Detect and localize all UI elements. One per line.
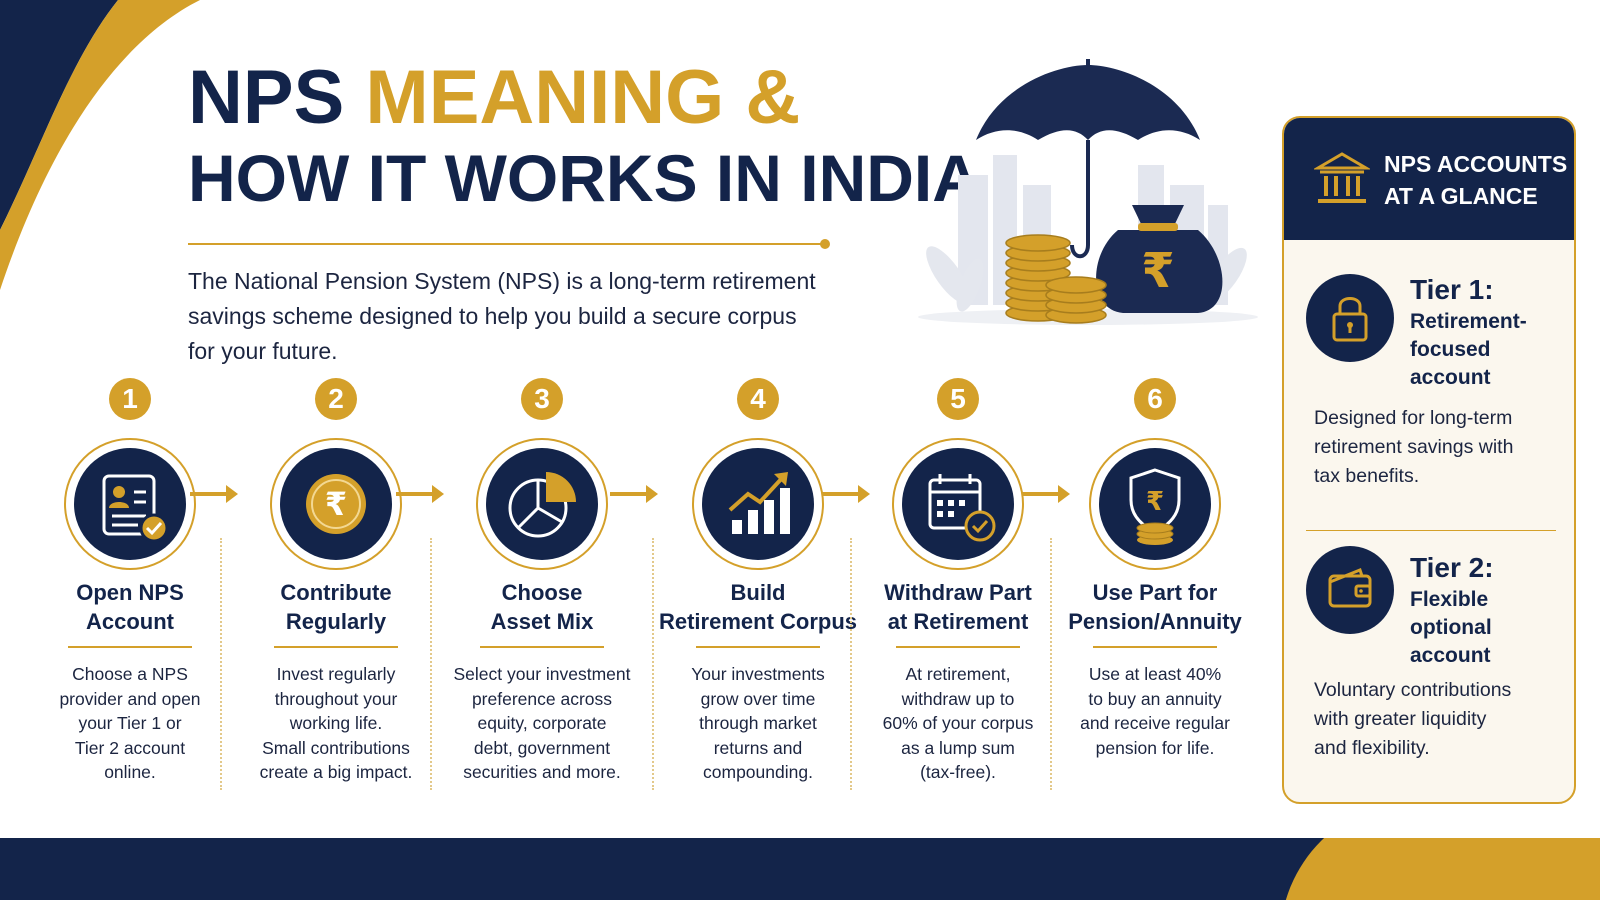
title-divider-dot: [820, 239, 830, 249]
step-icon-ring: ₹: [1089, 438, 1221, 570]
step-separator: [220, 538, 222, 790]
page-title: NPS MEANING & HOW IT WORKS IN INDIA: [188, 58, 980, 218]
panel-divider: [1306, 530, 1556, 531]
tier-1-name: Tier 1:: [1410, 274, 1494, 305]
step-number: 6: [1134, 378, 1176, 420]
bank-building-icon: [1314, 152, 1370, 203]
step-icon-ring: [692, 438, 824, 570]
step-number: 1: [109, 378, 151, 420]
rupee-money-bag-icon: ₹: [1096, 205, 1223, 313]
arrow-right-icon: [610, 485, 658, 503]
rupee-coin-icon: ₹: [306, 474, 366, 534]
step-icon-ring: [476, 438, 608, 570]
step-number: 3: [521, 378, 563, 420]
arrow-right-icon: [190, 485, 238, 503]
step-icon-ring: [64, 438, 196, 570]
calendar-check-icon: [928, 474, 996, 542]
intro-text: The National Pension System (NPS) is a l…: [188, 268, 816, 364]
svg-text:₹: ₹: [325, 485, 347, 523]
umbrella-icon: [976, 59, 1200, 259]
arrow-right-icon: [1022, 485, 1070, 503]
arrow-right-icon: [396, 485, 444, 503]
footer-band: [0, 838, 1600, 900]
step-separator: [850, 538, 852, 790]
step-icon-ring: [892, 438, 1024, 570]
corner-decoration: [0, 0, 200, 290]
pie-chart-icon: [508, 472, 576, 538]
step-separator: [430, 538, 432, 790]
tier-2-name: Tier 2:: [1410, 552, 1494, 583]
svg-text:₹: ₹: [1146, 487, 1164, 517]
rupee-shield-icon: ₹: [1129, 468, 1181, 545]
id-card-check-icon: [102, 474, 169, 543]
step-number: 5: [937, 378, 979, 420]
footer-gold-accent: [1280, 838, 1600, 900]
wallet-icon: [1328, 568, 1372, 608]
title-meaning: MEANING &: [365, 55, 801, 140]
growth-chart-icon: [728, 472, 790, 534]
step-separator: [1050, 538, 1052, 790]
padlock-icon: [1332, 297, 1368, 342]
title-nps: NPS: [188, 55, 345, 140]
coin-stack-icon: [1005, 234, 1107, 324]
title-divider: [188, 243, 826, 245]
step-number: 4: [737, 378, 779, 420]
step-icon-ring: ₹: [270, 438, 402, 570]
step-number: 2: [315, 378, 357, 420]
step-separator: [652, 538, 654, 790]
arrow-right-icon: [822, 485, 870, 503]
title-subline: HOW IT WORKS IN INDIA: [188, 141, 980, 215]
hero-illustration: ₹: [918, 59, 1258, 325]
money-bag-symbol: ₹: [1141, 243, 1174, 299]
